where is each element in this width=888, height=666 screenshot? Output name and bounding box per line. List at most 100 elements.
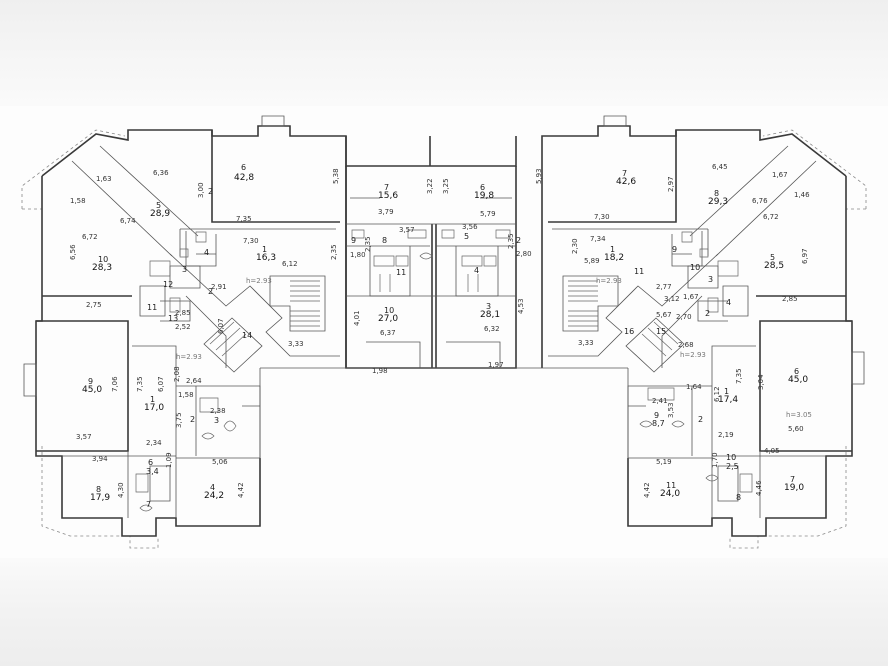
dimension-label: 3,94: [92, 455, 108, 463]
dimension-label: 3,53: [667, 402, 675, 418]
dimension-label: 3,25: [442, 178, 450, 194]
room-area: 19,0: [784, 483, 805, 493]
room-number: 8: [714, 189, 720, 198]
height-note: h=2.93: [246, 277, 272, 285]
dimension-label: 6,76: [752, 197, 768, 205]
dimension-label: 3,33: [288, 340, 304, 348]
dimension-label: 6,07: [157, 376, 165, 392]
room-area: 45,0: [788, 375, 809, 385]
dimension-label: 6,72: [82, 233, 98, 241]
dimension-label: 4,53: [517, 298, 525, 314]
dimension-label: 6,12: [713, 386, 721, 402]
dimension-label: 7,30: [243, 237, 259, 245]
room-number: 7: [384, 183, 390, 192]
dimension-label: 2,85: [175, 309, 191, 317]
room-number: 3: [486, 302, 492, 311]
dimension-label: 1,67: [683, 293, 699, 301]
dimension-label: 1,98: [372, 367, 388, 375]
room-number: 2: [190, 415, 196, 424]
dimension-label: 2,35: [507, 233, 515, 249]
dimension-label: 5,60: [788, 425, 804, 433]
room-number: 10: [384, 306, 395, 315]
room-area: 3,4: [146, 467, 159, 476]
room-number: 12: [163, 280, 174, 289]
room-area: 2,5: [726, 462, 739, 471]
dimension-label: 2,70: [676, 313, 692, 321]
height-note: h=2.93: [680, 351, 706, 359]
room-area: 28,1: [480, 310, 501, 320]
dimension-label: 3,12: [664, 295, 680, 303]
dimension-label: 4,01: [353, 310, 361, 326]
height-note: h=3.05: [786, 411, 812, 419]
right-wing-walls: [541, 115, 867, 549]
room-area: 18,2: [604, 253, 625, 263]
dimension-label: 6,74: [120, 217, 136, 225]
dimension-label: 1,58: [70, 197, 86, 205]
dimension-label: 2,38: [210, 407, 226, 415]
room-number: 7: [146, 500, 152, 509]
room-number: 3: [708, 275, 714, 284]
dimension-label: 6,72: [763, 213, 779, 221]
dimension-label: 5,19: [656, 458, 672, 466]
dimension-label: 7,30: [594, 213, 610, 221]
room-number: 1: [610, 245, 616, 254]
dimension-label: 2,30: [571, 238, 579, 254]
dimension-label: 2,52: [175, 323, 191, 331]
dimension-label: 5,06: [212, 458, 228, 466]
dimension-label: 1,97: [488, 361, 504, 369]
dimension-label: 5,93: [535, 168, 543, 184]
room-number: 2: [698, 415, 704, 424]
dimension-label: 6,56: [69, 244, 77, 260]
room-number: 6: [241, 163, 247, 172]
dimension-label: 5,79: [480, 210, 496, 218]
room-area: 24,0: [660, 489, 681, 499]
room-area: 42,6: [616, 177, 637, 187]
room-number: 1: [724, 387, 730, 396]
dimension-label: 3,33: [578, 339, 594, 347]
room-area: 17,4: [718, 395, 739, 405]
dimension-label: 3,75: [175, 412, 183, 428]
dimension-label: 2,68: [678, 341, 694, 349]
room-number: 4: [474, 266, 480, 275]
room-number: 5: [770, 253, 776, 262]
room-number: 10: [690, 263, 701, 272]
dimension-label: 3,57: [76, 433, 92, 441]
dimension-label: 1,64: [686, 383, 702, 391]
dimension-label: 3,79: [378, 208, 394, 216]
room-number: 2: [705, 309, 711, 318]
room-number: 4: [726, 298, 732, 307]
dimension-label: 2,19: [718, 431, 734, 439]
dimension-label: 7,35: [136, 376, 144, 392]
dimension-label: 4,42: [237, 482, 245, 498]
room-number: 9: [88, 377, 94, 386]
room-area: 8,7: [652, 419, 665, 428]
room-number: 8: [382, 236, 388, 245]
room-area: 28,5: [764, 261, 785, 271]
dimension-label: 6,36: [153, 169, 169, 177]
dimension-label: 2,08: [173, 366, 181, 382]
dimension-label: 6,12: [282, 260, 298, 268]
floor-plan-drawing: [21, 115, 867, 549]
floor-plan-sheet: 6 42,8 5 28,9 10 28,3 1 16,3 9 45,0 1 17…: [0, 106, 888, 558]
bottom-blur-band: [0, 558, 888, 666]
room-number: 5: [464, 232, 470, 241]
courtyard-edge: [259, 367, 629, 458]
room-number: 13: [168, 314, 179, 323]
room-number: 2: [208, 187, 214, 196]
room-number: 16: [624, 327, 635, 336]
dimension-label: 3,00: [197, 182, 205, 198]
room-number: 14: [242, 331, 253, 340]
room-number: 11: [396, 268, 407, 277]
dimension-label: 7,34: [590, 235, 606, 243]
height-note: h=2.93: [176, 353, 202, 361]
dimension-label: 4,42: [643, 482, 651, 498]
room-number: 9: [351, 236, 357, 245]
dimension-label: 1,46: [794, 191, 810, 199]
dimension-label: 1,67: [772, 171, 788, 179]
height-note: h=2.93: [596, 277, 622, 285]
dimension-label: 2,85: [782, 295, 798, 303]
dimension-label: 7,06: [111, 376, 119, 392]
room-area: 28,9: [150, 209, 171, 219]
dimension-label: 1,80: [350, 251, 366, 259]
dimension-label: 2,91: [211, 283, 227, 291]
